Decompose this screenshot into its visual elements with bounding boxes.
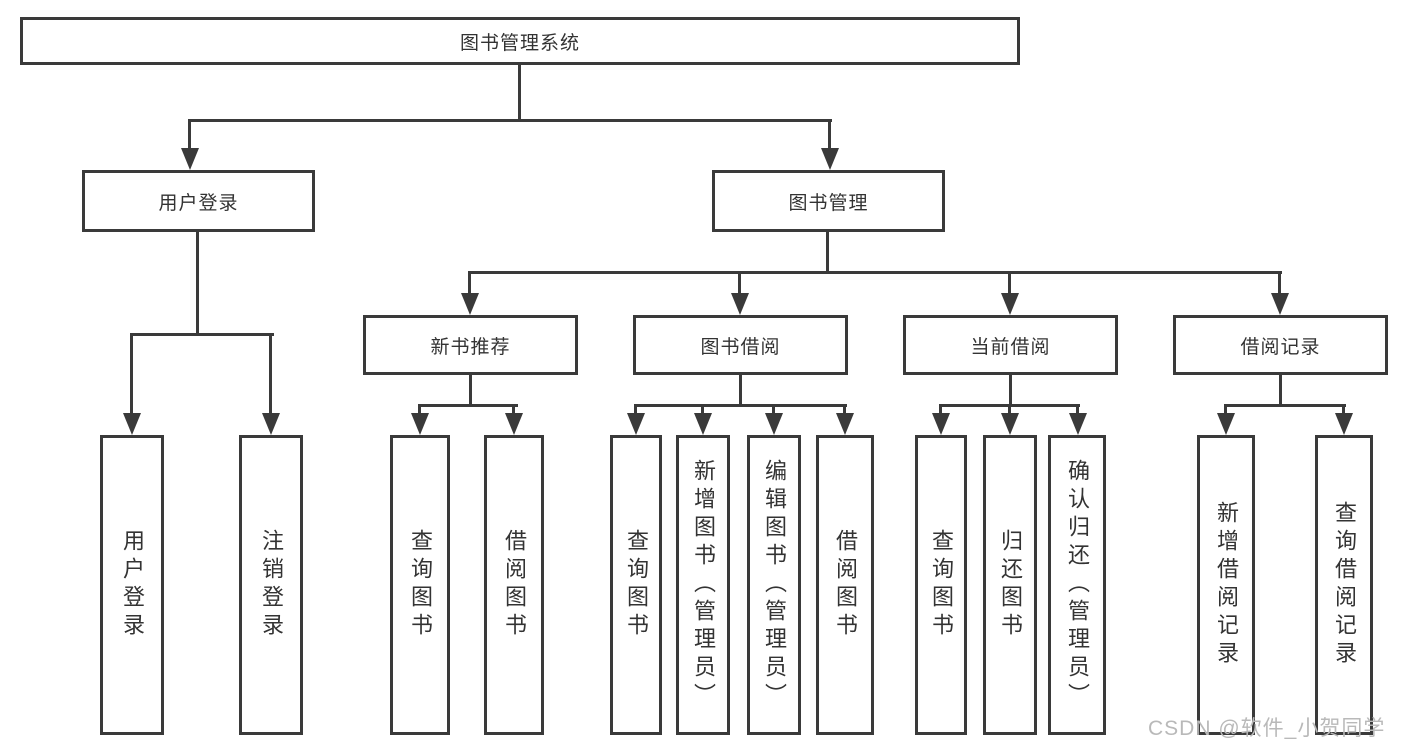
connector-stem bbox=[469, 375, 472, 407]
arrowhead-down-icon bbox=[411, 413, 429, 435]
arrowhead-down-icon bbox=[731, 293, 749, 315]
arrowhead-down-icon bbox=[627, 413, 645, 435]
connector-book-mgmt-stem bbox=[826, 232, 829, 274]
leaf-cur-query-books-label: 查询图书 bbox=[929, 529, 954, 641]
arrowhead-down-icon bbox=[461, 293, 479, 315]
node-borrow-records: 借阅记录 bbox=[1173, 315, 1388, 375]
arrowhead-down-icon bbox=[765, 413, 783, 435]
connector-drop bbox=[939, 404, 942, 416]
node-current-borrowing-label: 当前借阅 bbox=[970, 336, 1051, 358]
connector-drop bbox=[1008, 404, 1011, 416]
connector-drop bbox=[468, 271, 471, 295]
leaf-bw-query-books: 查询图书 bbox=[610, 435, 662, 735]
node-book-borrowing: 图书借阅 bbox=[633, 315, 848, 375]
arrowhead-down-icon bbox=[262, 413, 280, 435]
connector-stem bbox=[1009, 375, 1012, 407]
arrowhead-down-icon bbox=[1271, 293, 1289, 315]
arrowhead-down-icon bbox=[1335, 413, 1353, 435]
leaf-logout: 注销登录 bbox=[239, 435, 303, 735]
node-library-system: 图书管理系统 bbox=[20, 17, 1020, 65]
connector-drop bbox=[634, 404, 637, 416]
leaf-cur-return-books-label: 归还图书 bbox=[998, 529, 1023, 641]
connector-user-login-rail bbox=[130, 333, 274, 336]
arrowhead-down-icon bbox=[836, 413, 854, 435]
connector-drop bbox=[512, 404, 515, 416]
leaf-rec-query-record: 查询借阅记录 bbox=[1315, 435, 1373, 735]
leaf-bw-edit-books-admin-label: 编辑图书（管理员） bbox=[762, 459, 787, 711]
arrowhead-down-icon bbox=[821, 148, 839, 170]
leaf-cur-confirm-return-admin: 确认归还（管理员） bbox=[1048, 435, 1106, 735]
leaf-bw-add-books-admin: 新增图书（管理员） bbox=[676, 435, 730, 735]
leaf-rec-query-record-label: 查询借阅记录 bbox=[1332, 501, 1357, 669]
connector-level1-rail bbox=[188, 119, 832, 122]
leaf-cur-confirm-return-admin-label: 确认归还（管理员） bbox=[1065, 459, 1090, 711]
arrowhead-down-icon bbox=[1001, 293, 1019, 315]
connector-drop bbox=[772, 404, 775, 416]
leaf-bw-query-books-label: 查询图书 bbox=[624, 529, 649, 641]
connector-book-mgmt-drop bbox=[828, 119, 831, 150]
arrowhead-down-icon bbox=[932, 413, 950, 435]
arrowhead-down-icon bbox=[694, 413, 712, 435]
node-current-borrowing: 当前借阅 bbox=[903, 315, 1118, 375]
leaf-bw-add-books-admin-label: 新增图书（管理员） bbox=[691, 459, 716, 711]
node-user-login: 用户登录 bbox=[82, 170, 315, 232]
connector-drop bbox=[1076, 404, 1079, 416]
connector-drop bbox=[1008, 271, 1011, 295]
arrowhead-down-icon bbox=[123, 413, 141, 435]
watermark: CSDN @软件_小贺同学 bbox=[1148, 717, 1386, 740]
connector-drop bbox=[738, 271, 741, 295]
connector-drop bbox=[130, 333, 133, 415]
leaf-rec-add-record: 新增借阅记录 bbox=[1197, 435, 1255, 735]
leaf-rec-add-record-label: 新增借阅记录 bbox=[1214, 501, 1239, 669]
connector-drop bbox=[269, 333, 272, 415]
node-new-book-recommend: 新书推荐 bbox=[363, 315, 578, 375]
node-library-system-label: 图书管理系统 bbox=[459, 32, 580, 54]
node-book-management: 图书管理 bbox=[712, 170, 945, 232]
arrowhead-down-icon bbox=[505, 413, 523, 435]
connector-user-login-drop bbox=[188, 119, 191, 150]
connector-user-login-stem bbox=[196, 232, 199, 336]
arrowhead-down-icon bbox=[181, 148, 199, 170]
leaf-user-login-label: 用户登录 bbox=[120, 529, 145, 641]
connector-stem bbox=[739, 375, 742, 407]
connector-drop bbox=[1342, 404, 1345, 416]
node-new-book-recommend-label: 新书推荐 bbox=[430, 336, 511, 358]
leaf-nb-borrow-books: 借阅图书 bbox=[484, 435, 544, 735]
leaf-user-login: 用户登录 bbox=[100, 435, 164, 735]
connector-rail bbox=[418, 404, 518, 407]
arrowhead-down-icon bbox=[1069, 413, 1087, 435]
leaf-logout-label: 注销登录 bbox=[259, 529, 284, 641]
connector-drop bbox=[701, 404, 704, 416]
connector-rail bbox=[1224, 404, 1346, 407]
connector-rail bbox=[634, 404, 847, 407]
connector-stem bbox=[1279, 375, 1282, 407]
connector-level2-rail bbox=[468, 271, 1282, 274]
node-book-management-label: 图书管理 bbox=[788, 192, 869, 214]
leaf-bw-edit-books-admin: 编辑图书（管理员） bbox=[747, 435, 801, 735]
node-book-borrowing-label: 图书借阅 bbox=[700, 336, 781, 358]
connector-drop bbox=[843, 404, 846, 416]
node-user-login-label: 用户登录 bbox=[158, 192, 239, 214]
connector-drop bbox=[418, 404, 421, 416]
leaf-nb-borrow-books-label: 借阅图书 bbox=[502, 529, 527, 641]
connector-root-stem bbox=[518, 65, 521, 121]
connector-drop bbox=[1278, 271, 1281, 295]
arrowhead-down-icon bbox=[1217, 413, 1235, 435]
arrowhead-down-icon bbox=[1001, 413, 1019, 435]
leaf-bw-borrow-books-label: 借阅图书 bbox=[833, 529, 858, 641]
node-borrow-records-label: 借阅记录 bbox=[1240, 336, 1321, 358]
leaf-bw-borrow-books: 借阅图书 bbox=[816, 435, 874, 735]
leaf-cur-query-books: 查询图书 bbox=[915, 435, 967, 735]
leaf-nb-query-books-label: 查询图书 bbox=[408, 529, 433, 641]
leaf-nb-query-books: 查询图书 bbox=[390, 435, 450, 735]
connector-drop bbox=[1224, 404, 1227, 416]
leaf-cur-return-books: 归还图书 bbox=[983, 435, 1037, 735]
